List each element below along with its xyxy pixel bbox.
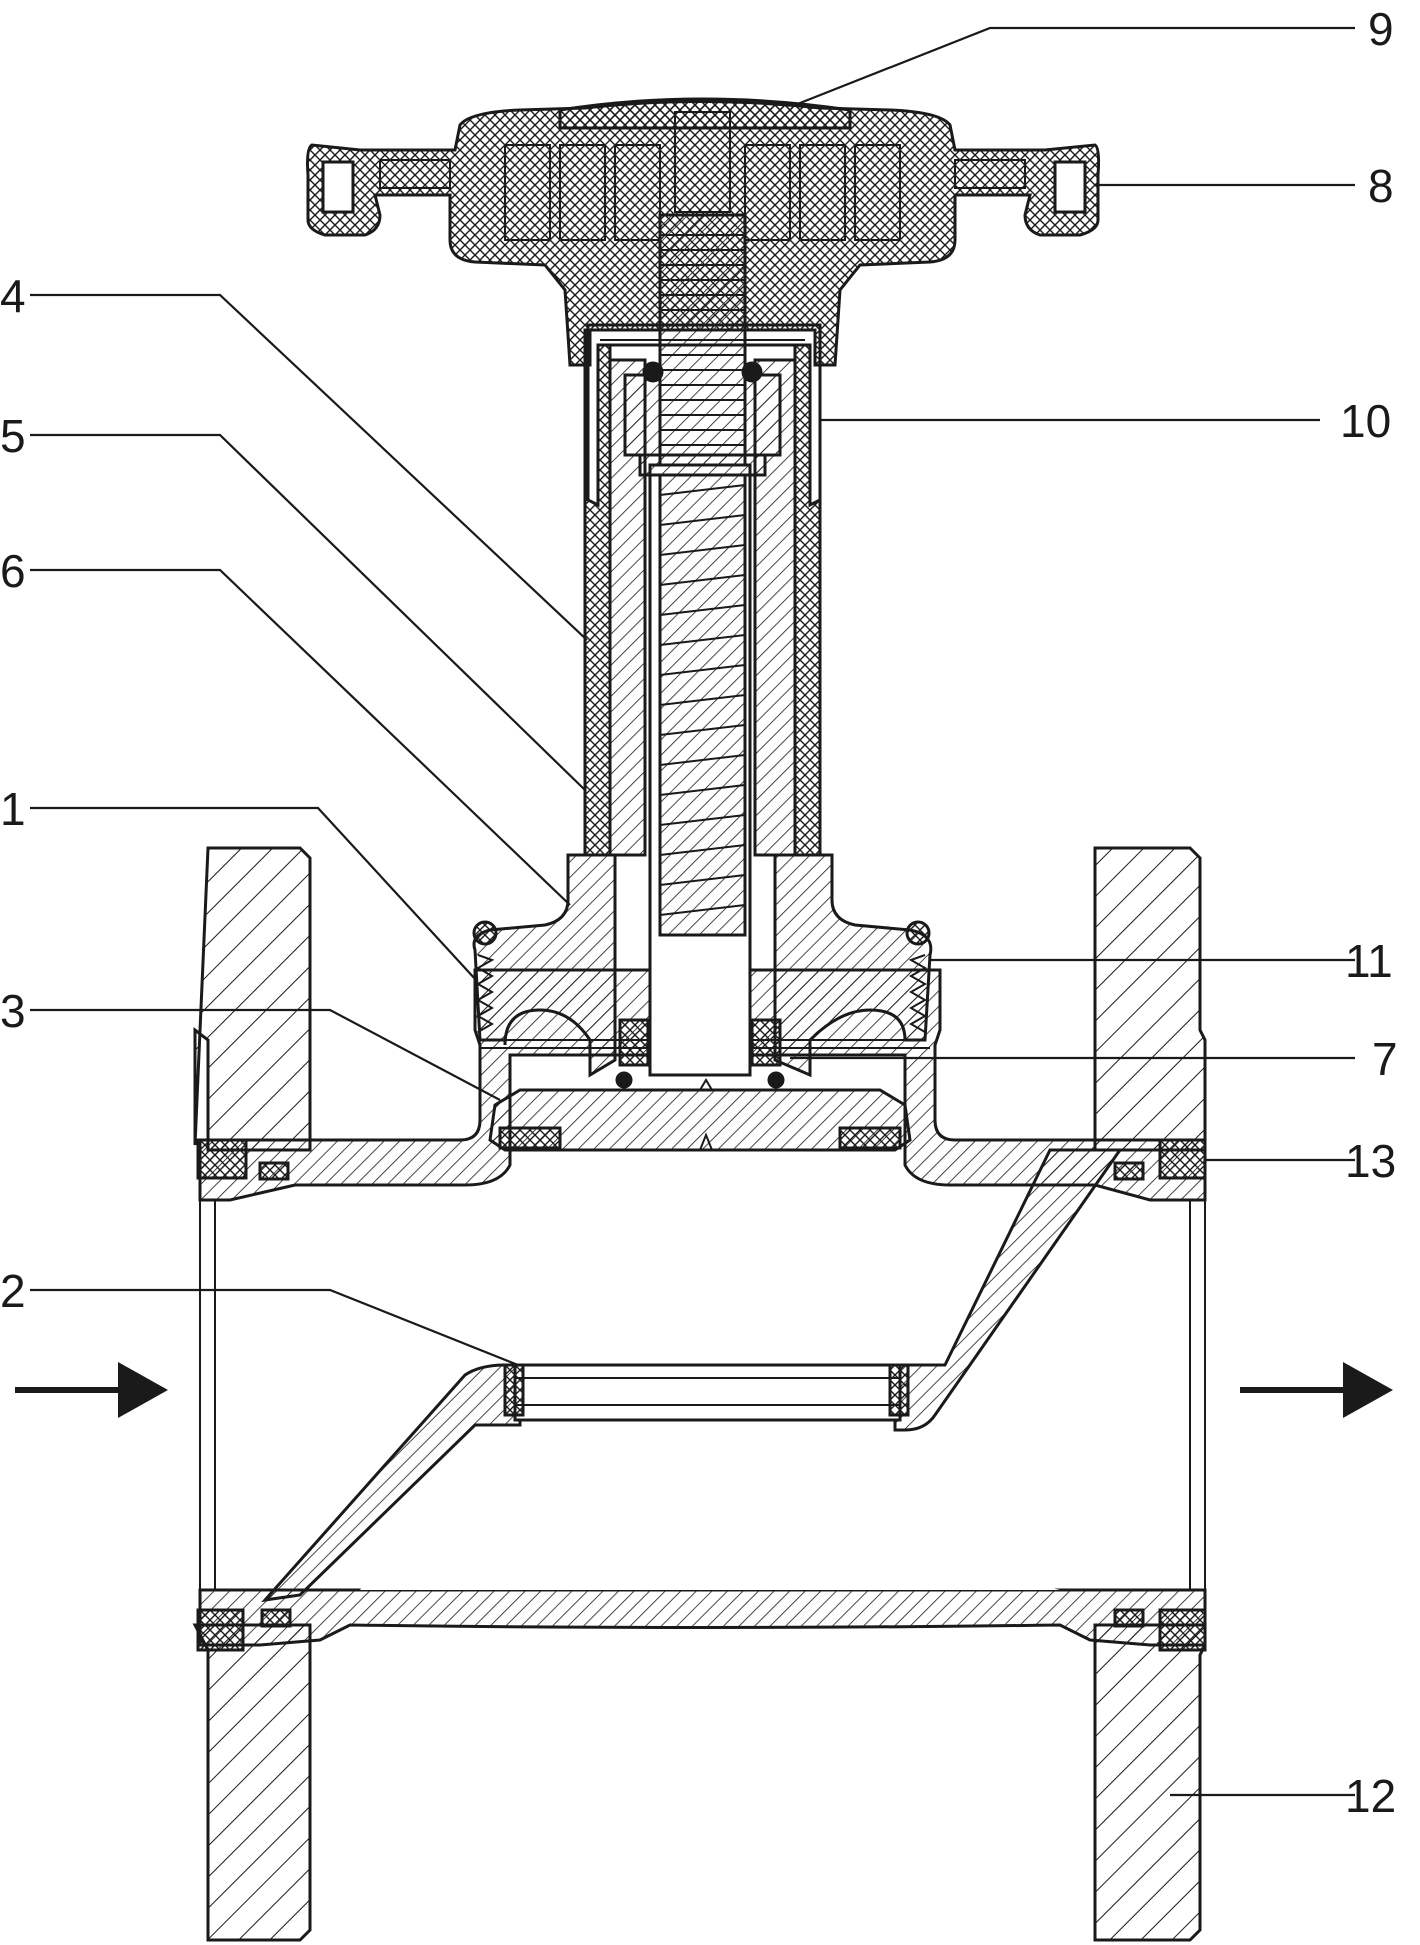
leader-4	[30, 293, 588, 641]
handwheel-hub-thread	[638, 213, 767, 477]
stem-thread	[658, 473, 747, 937]
label-2: 2	[0, 1265, 26, 1317]
seat-ring	[503, 1363, 910, 1422]
label-8: 8	[1368, 160, 1394, 212]
handwheel	[306, 97, 1101, 477]
label-13: 13	[1345, 1135, 1396, 1187]
leader-1	[30, 806, 477, 981]
flange-right-upper	[1093, 846, 1207, 1152]
stem	[648, 463, 752, 1077]
label-12: 12	[1345, 1770, 1396, 1822]
leader-3	[30, 1008, 501, 1101]
label-5: 5	[0, 410, 26, 462]
flow-arrow-outlet	[1240, 1362, 1393, 1418]
flange-seal-rings	[196, 1138, 1207, 1652]
label-11: 11	[1345, 935, 1393, 987]
label-9: 9	[1368, 3, 1394, 55]
housing-tube	[583, 328, 822, 1089]
flange-left-lower	[192, 1623, 312, 1942]
position-indicator	[558, 97, 852, 213]
label-1: 1	[0, 783, 26, 835]
flow-arrow-inlet	[15, 1362, 168, 1418]
bonnet-thread-right	[905, 920, 931, 1033]
label-7: 7	[1372, 1033, 1398, 1085]
leader-2	[30, 1288, 519, 1367]
leader-6	[30, 568, 571, 906]
leader-lines	[30, 26, 1355, 1797]
label-3: 3	[0, 985, 26, 1037]
flange-right-lower	[1093, 1623, 1207, 1942]
part-labels: 9 8 4 10 5 6 1 11 3 7 13 2 12	[0, 3, 1398, 1822]
leader-5	[30, 433, 586, 791]
leader-9	[794, 26, 1355, 107]
label-6: 6	[0, 545, 26, 597]
label-10: 10	[1340, 395, 1391, 447]
valve-body	[198, 968, 1207, 1647]
bonnet-thread-left	[472, 920, 498, 1033]
flange-left-upper	[193, 846, 312, 1152]
label-4: 4	[0, 270, 26, 322]
valve-disc	[488, 1078, 912, 1152]
